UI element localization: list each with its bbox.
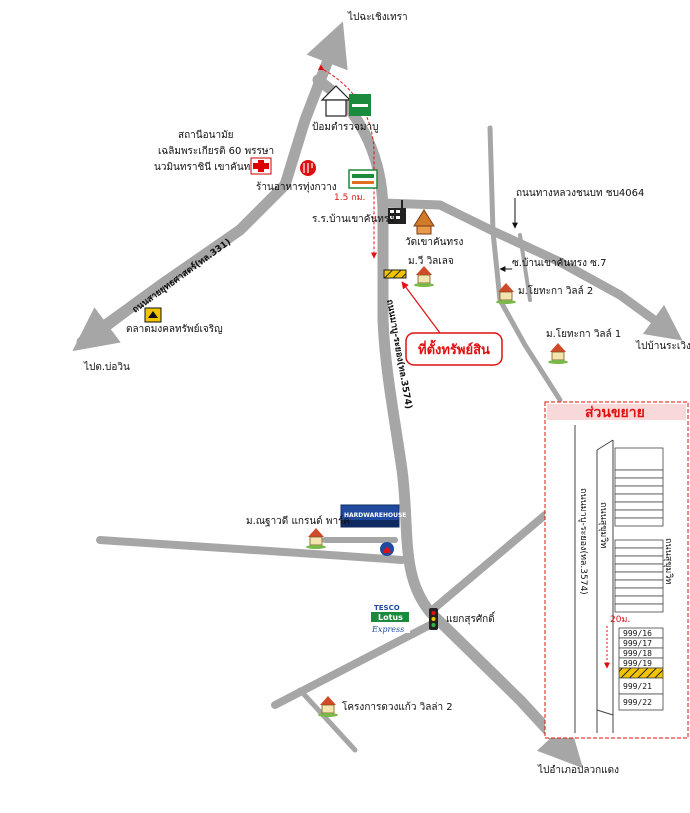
- hardware-house-text: HARDWAREHOUSE: [344, 512, 406, 519]
- restaurant-icon: [300, 160, 316, 176]
- property-callout[interactable]: ที่ตั้งทรัพย์สิน: [401, 281, 503, 366]
- dir-pluak-daeng: ไปอำเภอปลวกแดง: [537, 764, 619, 776]
- property-marker: [383, 269, 407, 279]
- junction-label: แยกสุรศักดิ์: [446, 611, 496, 625]
- house-icon: [318, 696, 338, 717]
- store-sign-icon: [348, 169, 378, 189]
- market-label: ตลาดมงคลทรัพย์เจริญ: [126, 323, 223, 335]
- house-icon: [548, 343, 568, 364]
- road-331-label: ถนนสายยุทธศาสตร์(ทล.331): [130, 236, 233, 316]
- hardware-house-sign: HARDWAREHOUSE: [340, 504, 406, 528]
- house-icon: [414, 266, 434, 287]
- plot-999-22: 999/22: [623, 698, 652, 707]
- dist-label-20: 20ม.: [610, 615, 630, 625]
- road-331-end-arrow: [72, 276, 171, 352]
- plot-999-17: 999/17: [623, 639, 652, 648]
- temple-icon: [413, 209, 435, 235]
- soi-7-callout: ซ.บ้านเขาคันทรง ซ.7: [499, 257, 607, 272]
- plot-999-20: 999/20: [623, 669, 652, 678]
- village-yotaka2-label: ม.โยทะกา วิลล์ 2: [518, 284, 593, 297]
- plot-999-16: 999/16: [623, 629, 652, 638]
- hospital-cross-icon: [250, 157, 272, 175]
- inset-blocks-top: [614, 447, 664, 613]
- plot-999-21: 999/21: [623, 682, 652, 691]
- health-station-line1: สถานีอนามัย: [178, 129, 234, 141]
- dir-chachoengsao: ไปฉะเชิงเทรา: [347, 11, 408, 23]
- police-box-label: ป้อมตำรวจมาบู: [312, 121, 378, 133]
- plot-list: 999/16 999/17 999/18 999/19 999/20 999/2…: [618, 627, 664, 711]
- house-icon: [306, 528, 326, 549]
- police-box-icon: [320, 85, 371, 117]
- market-icon: [144, 307, 162, 323]
- soi-7-label: ซ.บ้านเขาคันทรง ซ.7: [512, 257, 607, 269]
- village-chayawadee-label: ม.ณฐาวดี แกรนด์ พาร์ค: [246, 515, 350, 527]
- road-lower-spur: [297, 687, 358, 753]
- road-vertical-b: [518, 233, 532, 302]
- road-lower-left: [271, 621, 434, 709]
- inset-road-side-label: ถนนสุขุมวิท: [598, 502, 609, 548]
- tesco-text: TESCO: [374, 604, 400, 612]
- inset-panel: ส่วนขยาย ถนนมาบู-ระยอง(ทล.3574) ถนนสุขุม…: [544, 401, 689, 739]
- school-label: ร.ร.บ้านเขาคันทรง: [312, 213, 394, 225]
- highway-4064-callout: ถนนทางหลวงชนบท ชบ4064: [512, 188, 644, 229]
- dir-bo-win: ไปต.บ่อวิน: [83, 361, 130, 373]
- inset-road-main-label: ถนนมาบู-ระยอง(ทล.3574): [578, 488, 588, 595]
- highway-4064-label: ถนนทางหลวงชนบท ชบ4064: [516, 188, 644, 199]
- inset-title: ส่วนขยาย: [585, 405, 645, 421]
- plot-999-19: 999/19: [623, 659, 652, 668]
- dist-label-15: 1.5 กม.: [334, 193, 365, 203]
- express-text: Express: [371, 625, 404, 634]
- temple-label: วัดเขาคันทรง: [405, 237, 463, 248]
- project-duangkaew-label: โครงการดวงแก้ว วิลล่า 2: [342, 700, 453, 713]
- tesco-lotus-logo: TESCO Lotus Express: [370, 603, 410, 634]
- property-callout-label: ที่ตั้งทรัพย์สิน: [418, 339, 490, 358]
- road-hardware-cross: [96, 536, 406, 564]
- village-v-label: ม.วี วิลเลจ: [408, 255, 454, 267]
- health-station-line3: นวมินทราชินี เขาคันทรง: [154, 161, 261, 173]
- health-station-line2: เฉลิมพระเกียรติ 60 พรรษา: [158, 145, 274, 157]
- lotus-text: Lotus: [378, 613, 403, 622]
- road-junction-right: [426, 511, 549, 616]
- gas-station-icon: [380, 542, 394, 556]
- traffic-light-icon: [429, 608, 438, 630]
- village-yotaka1-label: ม.โยทะกา วิลล์ 1: [546, 327, 621, 340]
- house-icon: [496, 283, 516, 304]
- dir-ban-rawing: ไปบ้านระเวิง: [635, 340, 690, 352]
- school-icon: [388, 200, 406, 224]
- plot-999-18: 999/18: [623, 649, 652, 658]
- road-4064-branch: [378, 198, 683, 341]
- restaurant-label: ร้านอาหารทุ่งกวาง: [256, 181, 337, 193]
- inset-road-side-label-2: ถนนสุขุมวิท: [663, 538, 674, 584]
